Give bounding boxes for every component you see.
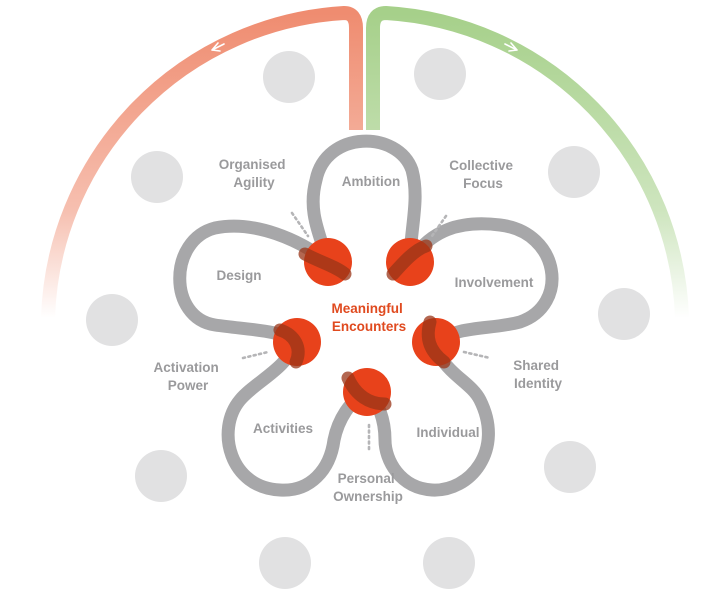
placeholder-circle [598, 288, 650, 340]
placeholder-circle [544, 441, 596, 493]
node-overlap [298, 247, 352, 281]
label-personal-ownership: Personal Ownership [333, 471, 403, 504]
placeholder-circle [423, 537, 475, 589]
left-arrow-icon [211, 42, 225, 52]
node-overlap [341, 371, 392, 411]
loop-ambition [306, 134, 422, 269]
flower-track [173, 134, 559, 497]
label-organised-agility: Organised Agility [219, 157, 290, 190]
right-arc [366, 5, 689, 319]
placeholder-circles [86, 48, 650, 589]
label-activation-power: Activation Power [153, 360, 222, 393]
placeholder-circle [86, 294, 138, 346]
dots-activation-power [241, 350, 270, 360]
label-individual: Individual [416, 425, 479, 440]
outer-arcs [41, 5, 689, 319]
dots-shared-identity [462, 350, 492, 360]
label-ambition: Ambition [342, 174, 401, 189]
loop-involvement [403, 217, 559, 349]
center-label: Meaningful Encounters [331, 301, 406, 334]
label-involvement: Involvement [455, 275, 534, 290]
left-arc [41, 5, 363, 319]
node-overlap [273, 323, 305, 369]
nodes [273, 238, 460, 416]
loop-activities [221, 335, 374, 497]
loop-individual [360, 335, 495, 497]
label-shared-identity: Shared Identity [513, 358, 563, 391]
center-label-line-2: Encounters [332, 319, 406, 334]
placeholder-circle [548, 146, 600, 198]
label-activities: Activities [253, 421, 313, 436]
node-overlap [386, 239, 433, 281]
placeholder-circle [263, 51, 315, 103]
node-overlap [421, 315, 451, 369]
right-arrow-icon [504, 42, 518, 52]
label-design: Design [216, 268, 261, 283]
center-label-line-1: Meaningful [331, 301, 402, 316]
dots-collective-focus [430, 214, 448, 238]
label-collective-focus: Collective Focus [449, 158, 517, 191]
placeholder-circle [259, 537, 311, 589]
placeholder-circle [131, 151, 183, 203]
loop-design [173, 219, 335, 349]
placeholder-circle [414, 48, 466, 100]
placeholder-circle [135, 450, 187, 502]
dot-connectors [241, 211, 492, 454]
dots-organised-agility [290, 211, 310, 238]
